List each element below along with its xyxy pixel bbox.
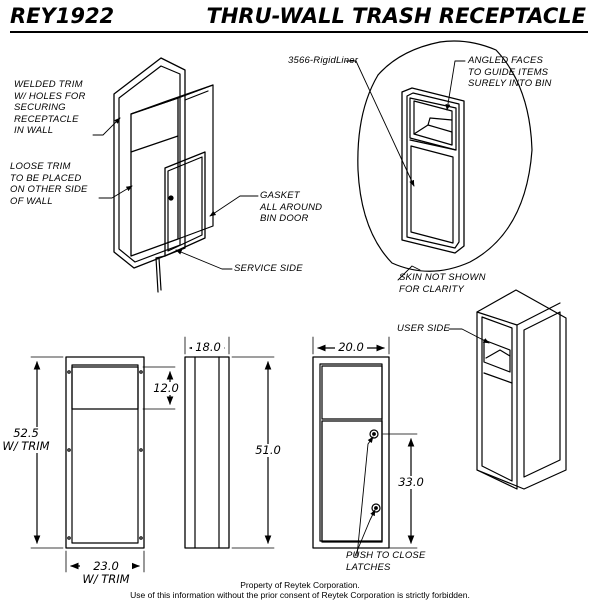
dim-opening-height: 12.0 [150, 382, 182, 395]
dim-body-width: 20.0 [335, 341, 367, 354]
dim-depth: 18.0 [192, 341, 224, 354]
footer-ownership: Property of Reytek Corporation. [240, 580, 360, 590]
angled-faces-label: ANGLED FACES TO GUIDE ITEMS SURELY INTO … [468, 55, 552, 89]
welded-trim-label: WELDED TRIM W/ HOLES FOR SECURING RECEPT… [14, 79, 86, 136]
dim-height-with-trim: 52.5 W/ TRIM [2, 426, 50, 453]
front-view-door [312, 336, 418, 549]
dim-width-with-trim: 23.0 W/ TRIM [80, 560, 132, 586]
user-side-label: USER SIDE [397, 323, 451, 334]
service-side-isometric [113, 57, 214, 293]
skin-note-label: SKIN NOT SHOWN FOR CLARITY [399, 272, 486, 295]
drawing-title: THRU-WALL TRASH RECEPTACLE [206, 4, 587, 28]
leader-lines [92, 60, 490, 557]
cutaway-detail [357, 40, 533, 272]
liner-label: 3566-RigidLiner [288, 55, 359, 66]
dim-body-height: 51.0 [252, 444, 284, 457]
user-side-isometric [476, 289, 567, 490]
dim-door-height: 33.0 [395, 476, 427, 489]
gasket-label: GASKET ALL AROUND BIN DOOR [260, 190, 323, 224]
title-rule [10, 31, 588, 33]
footer-disclaimer: Use of this information without the prio… [130, 590, 470, 600]
loose-trim-label: LOOSE TRIM TO BE PLACED ON OTHER SIDE OF… [10, 161, 88, 207]
service-side-label: SERVICE SIDE [234, 263, 303, 274]
model-number: REY1922 [10, 4, 115, 28]
push-to-close-label: PUSH TO CLOSE LATCHES [346, 550, 426, 573]
